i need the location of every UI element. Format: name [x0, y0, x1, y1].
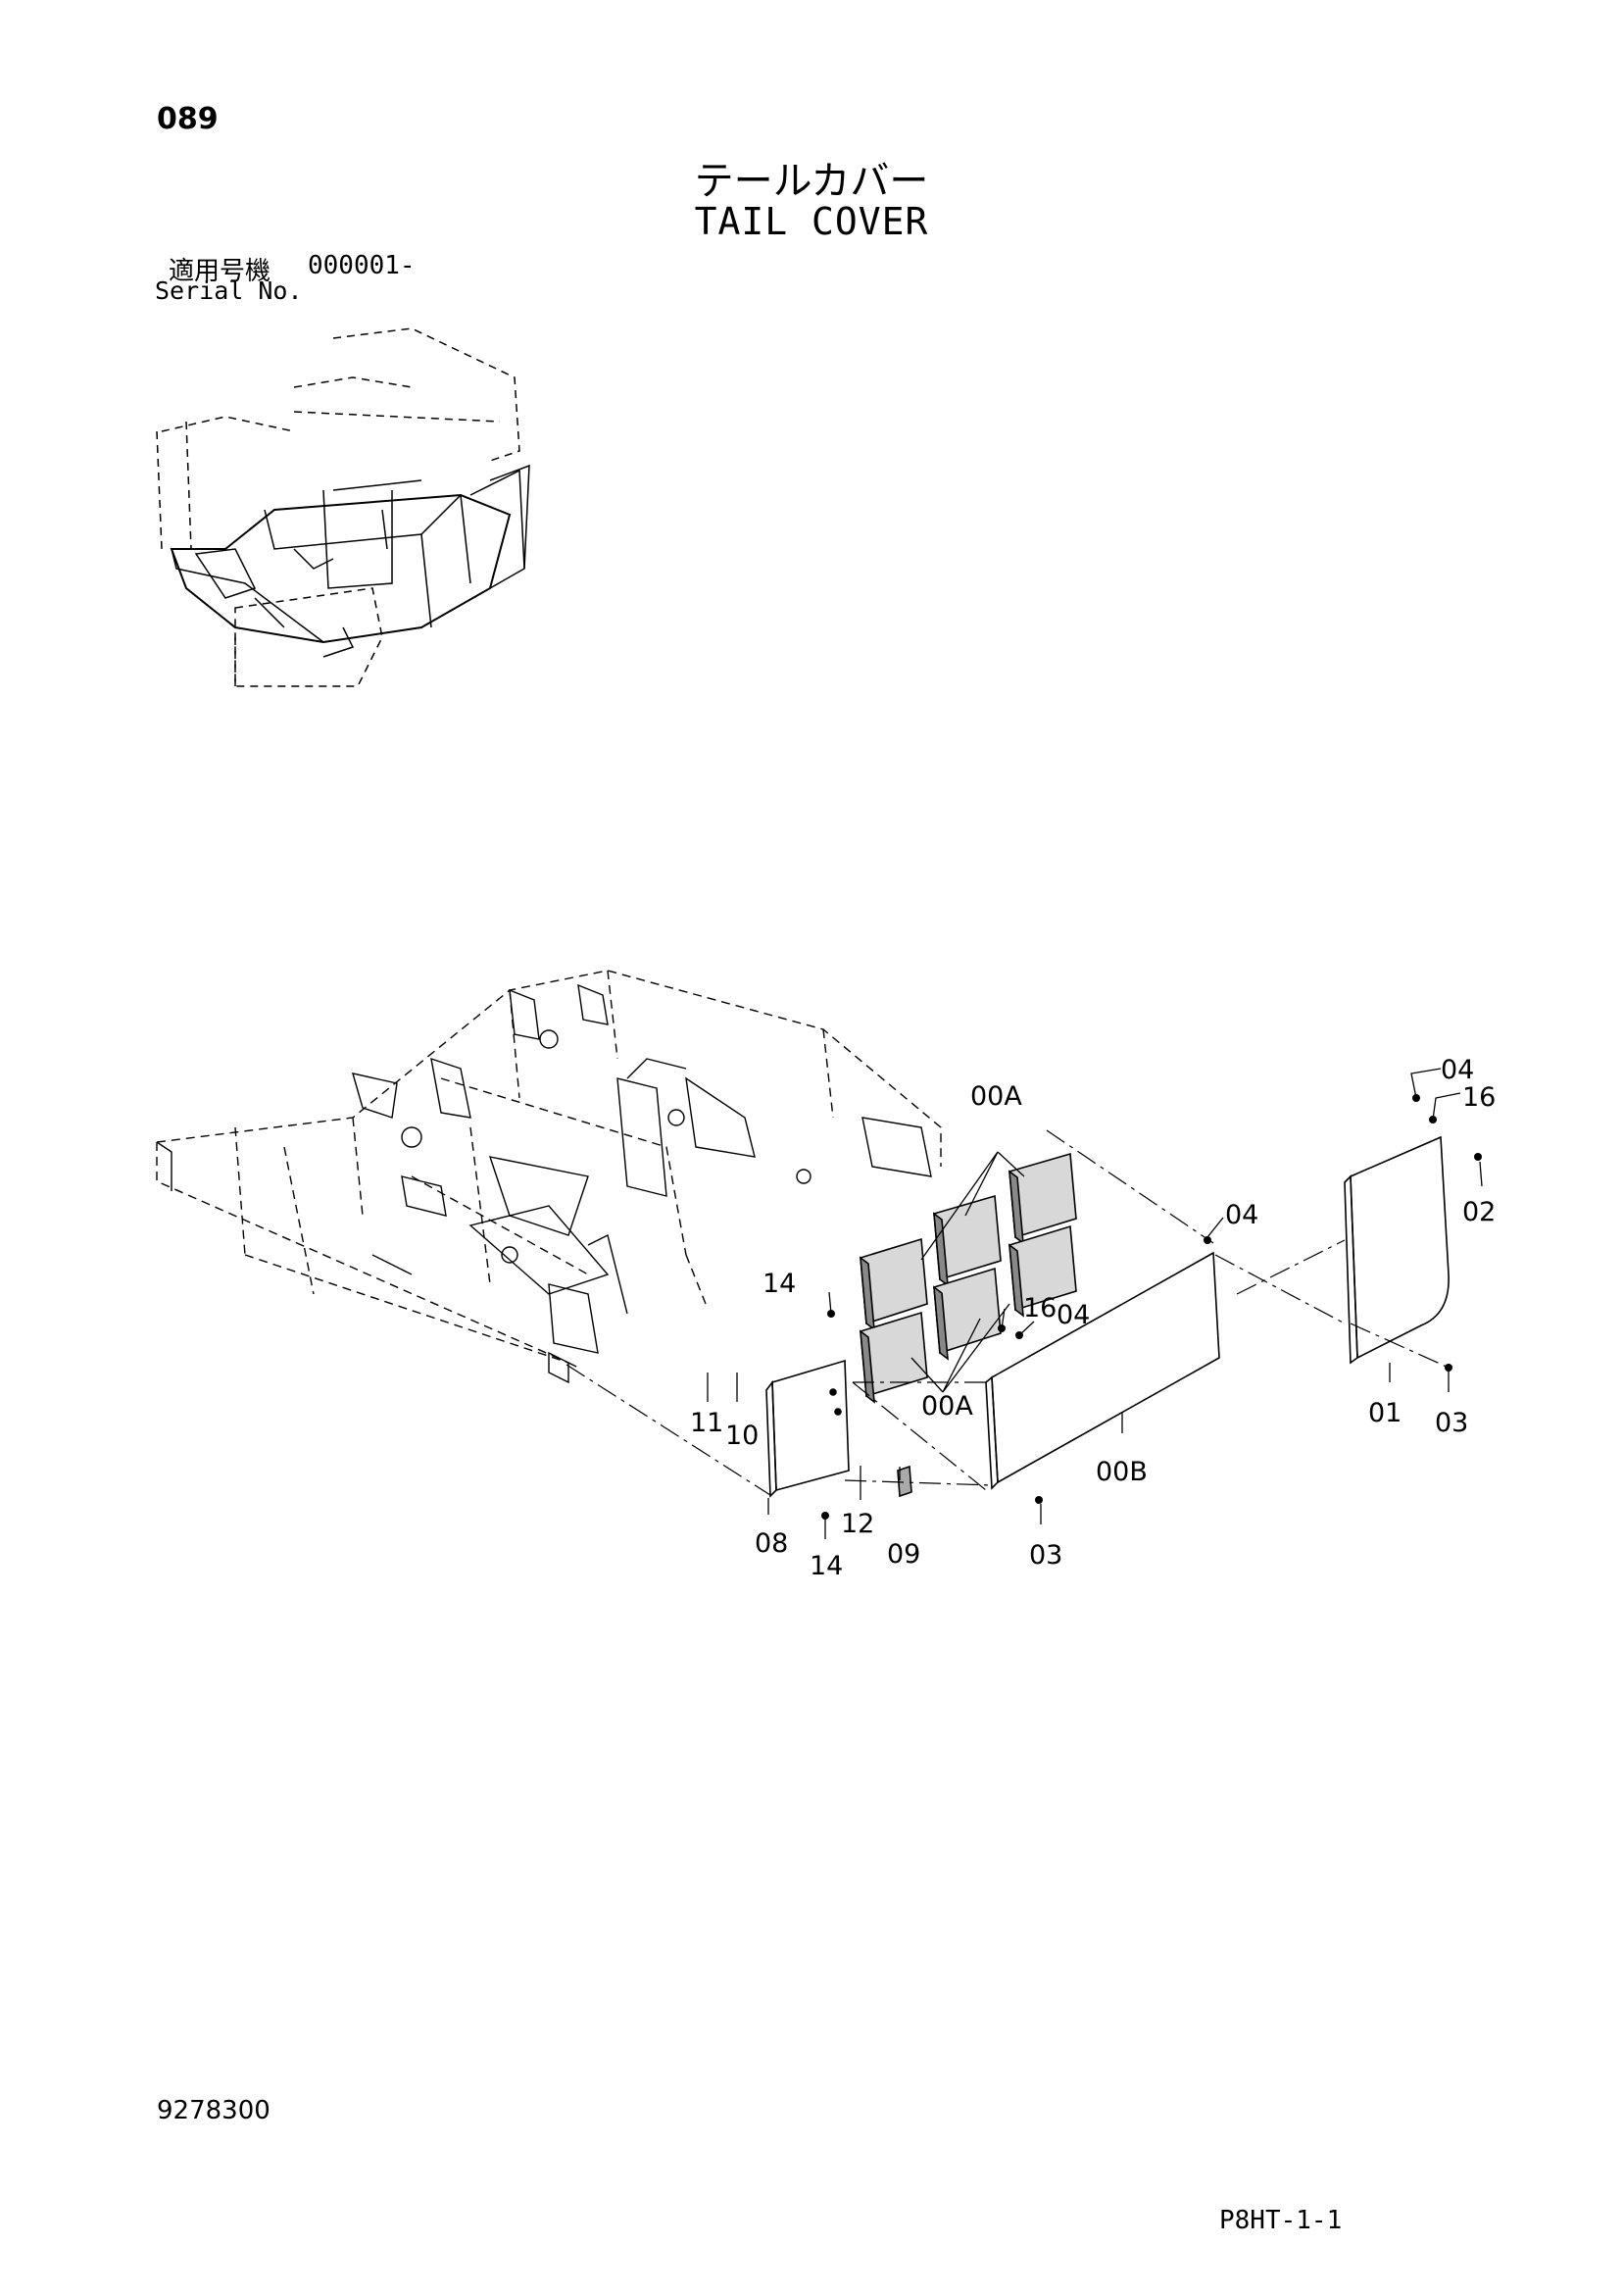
callout-09: 09 — [887, 1539, 920, 1570]
callout-14-bottom: 14 — [810, 1551, 843, 1581]
callout-00a-top: 00A — [970, 1081, 1022, 1112]
callout-03-right: 03 — [1435, 1408, 1468, 1438]
serial-label-english: Serial No. — [155, 276, 303, 305]
page-title-japanese: テールカバー — [694, 159, 929, 204]
leader-lines — [707, 1068, 1483, 1539]
callout-11: 11 — [690, 1408, 723, 1438]
locator-illustration — [156, 327, 530, 687]
callout-16-top: 16 — [1462, 1082, 1496, 1113]
callout-00a-bottom: 00A — [921, 1391, 973, 1422]
callout-10: 10 — [725, 1421, 759, 1451]
page-title-english: TAIL COVER — [694, 200, 929, 243]
callout-04-center: 04 — [1057, 1300, 1090, 1330]
callout-08: 08 — [755, 1528, 788, 1559]
callout-04-mid: 04 — [1225, 1200, 1258, 1230]
page-number: 089 — [157, 102, 219, 136]
assembly-lines — [566, 1129, 1450, 1496]
callout-labels: 00A 00A 00B 01 02 03 03 04 04 04 08 09 1… — [690, 1055, 1496, 1581]
callout-03-bottom: 03 — [1029, 1540, 1062, 1571]
callout-16-center: 16 — [1023, 1293, 1057, 1323]
callout-04-top: 04 — [1441, 1055, 1474, 1085]
serial-label-japanese: 適用号機 — [169, 257, 271, 286]
page-code: P8HT-1-1 — [1219, 2206, 1343, 2235]
upper-frame-assembly — [156, 970, 942, 1384]
cover-parts — [765, 1135, 1450, 1498]
callout-12: 12 — [841, 1509, 874, 1539]
document-number: 9278300 — [157, 2096, 270, 2125]
callout-02: 02 — [1462, 1197, 1496, 1227]
callout-14-top: 14 — [762, 1269, 796, 1299]
callout-01: 01 — [1368, 1398, 1402, 1428]
serial-range: 000001- — [308, 251, 416, 280]
callout-00b: 00B — [1096, 1457, 1148, 1487]
